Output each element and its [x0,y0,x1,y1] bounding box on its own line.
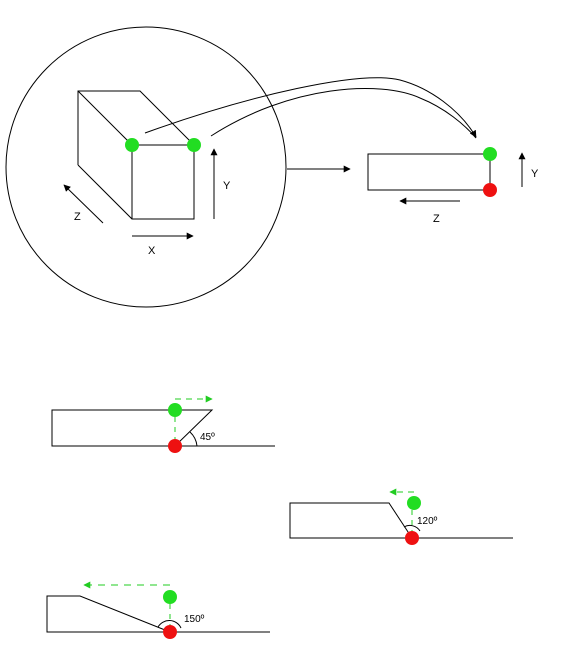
x-axis-label: X [148,245,156,257]
z-axis-arrow [63,184,104,224]
side-y-axis-label: Y [531,168,539,180]
angle-example-45: 45º [51,395,275,453]
green-dot-120 [407,496,421,510]
curve-arrow-lower [210,88,477,139]
side-view-rect [367,153,491,191]
profile-150 [46,595,270,633]
green-dot-45 [168,403,182,417]
cube [77,90,195,220]
angle-arc-150 [157,620,182,629]
angle-label-45: 45º [200,432,215,443]
z-axis-label: Z [74,211,81,223]
profile-120 [289,502,513,539]
cube-edge-top-left [77,90,133,146]
side-view-red-dot [483,183,497,197]
angle-example-150: 150º [46,581,270,639]
red-dot-120 [405,531,419,545]
cube-vertex-green-right [187,138,201,152]
side-view-green-dot [483,147,497,161]
green-dot-150 [163,590,177,604]
angle-arc-120 [403,524,421,532]
side-z-axis-label: Z [433,213,440,225]
cube-back-edges [77,90,195,165]
red-dot-150 [163,625,177,639]
side-view: Y Z [367,147,539,225]
angle-arc-45 [189,431,198,447]
profile-45 [51,409,275,447]
cube-front-face [131,144,195,220]
magnifier-group: X Y Z [5,26,287,308]
angle-example-120: 120º [289,488,513,545]
magnifier-circle [5,26,287,308]
angle-label-120: 120º [417,516,438,527]
y-axis-label: Y [223,180,231,192]
angle-label-150: 150º [184,614,205,625]
cube-vertex-green-left [125,138,139,152]
cube-edge-bottom-left [77,164,133,220]
curve-arrow-upper [144,77,477,138]
red-dot-45 [168,439,182,453]
